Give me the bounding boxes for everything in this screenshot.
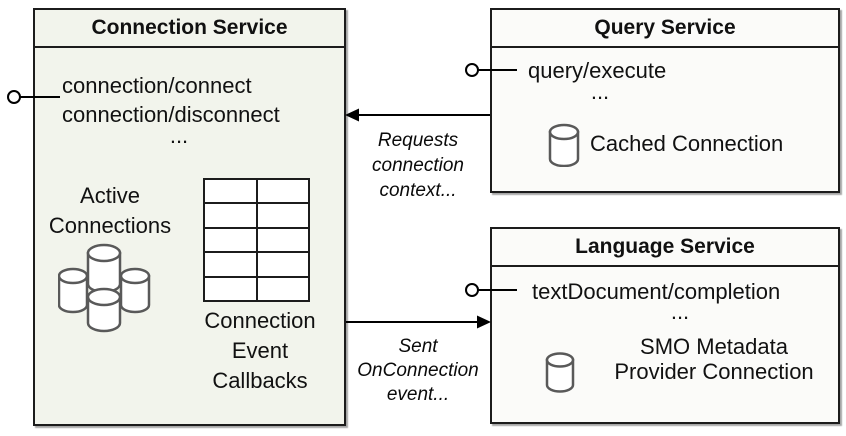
language-service-box: Language Service textDocument/completion… bbox=[490, 227, 840, 424]
callbacks-table-cell bbox=[257, 180, 308, 203]
method-query-execute: query/execute bbox=[528, 58, 667, 83]
cached-connection-label: Cached Connection bbox=[590, 131, 784, 156]
language-service-header: Language Service bbox=[492, 229, 838, 267]
method-connection-connect: connection/connect bbox=[62, 73, 252, 98]
connection-methods-ellipsis: ... bbox=[169, 123, 189, 148]
active-connections-label: Active Connections bbox=[48, 183, 172, 238]
query-service-header: Query Service bbox=[492, 10, 838, 48]
smo-provider-connection-label: SMO Metadata Provider Connection bbox=[614, 334, 814, 384]
sent-onconnection-event-label: Sent OnConnection event... bbox=[357, 336, 479, 405]
language-methods-ellipsis: ... bbox=[670, 299, 690, 324]
language-service-title: Language Service bbox=[575, 235, 755, 258]
callbacks-table-cell bbox=[257, 228, 308, 252]
callbacks-table-cell bbox=[257, 277, 308, 300]
query-service-box: Query Service query/execute ... Cached C… bbox=[490, 8, 840, 193]
connection-service-header: Connection Service bbox=[35, 10, 344, 48]
callbacks-table-cell bbox=[205, 277, 256, 300]
callbacks-table-cell bbox=[257, 253, 308, 276]
callbacks-table-cell bbox=[205, 253, 256, 276]
query-methods-ellipsis: ... bbox=[590, 79, 610, 104]
callbacks-table bbox=[203, 178, 310, 302]
database-icon bbox=[545, 352, 575, 393]
connection-service-title: Connection Service bbox=[91, 16, 288, 39]
connection-service-box: Connection Service connection/connect co… bbox=[33, 8, 346, 426]
callbacks-table-cell bbox=[205, 204, 256, 227]
method-textdocument-completion: textDocument/completion bbox=[532, 279, 781, 304]
connection-event-callbacks-label: Connection Event Callbacks bbox=[204, 308, 316, 393]
query-service-title: Query Service bbox=[594, 16, 736, 39]
database-icon bbox=[548, 123, 580, 167]
method-connection-disconnect: connection/disconnect bbox=[62, 102, 280, 127]
callbacks-table-cell bbox=[257, 204, 308, 227]
callbacks-table-cell bbox=[205, 180, 256, 203]
database-cluster-icon bbox=[58, 243, 151, 333]
callbacks-table-cell bbox=[205, 228, 256, 252]
requests-connection-context-label: Requests connection context... bbox=[372, 130, 464, 201]
sent-onconnection-event-arrow bbox=[346, 315, 491, 329]
requests-connection-context-arrow bbox=[345, 108, 490, 122]
